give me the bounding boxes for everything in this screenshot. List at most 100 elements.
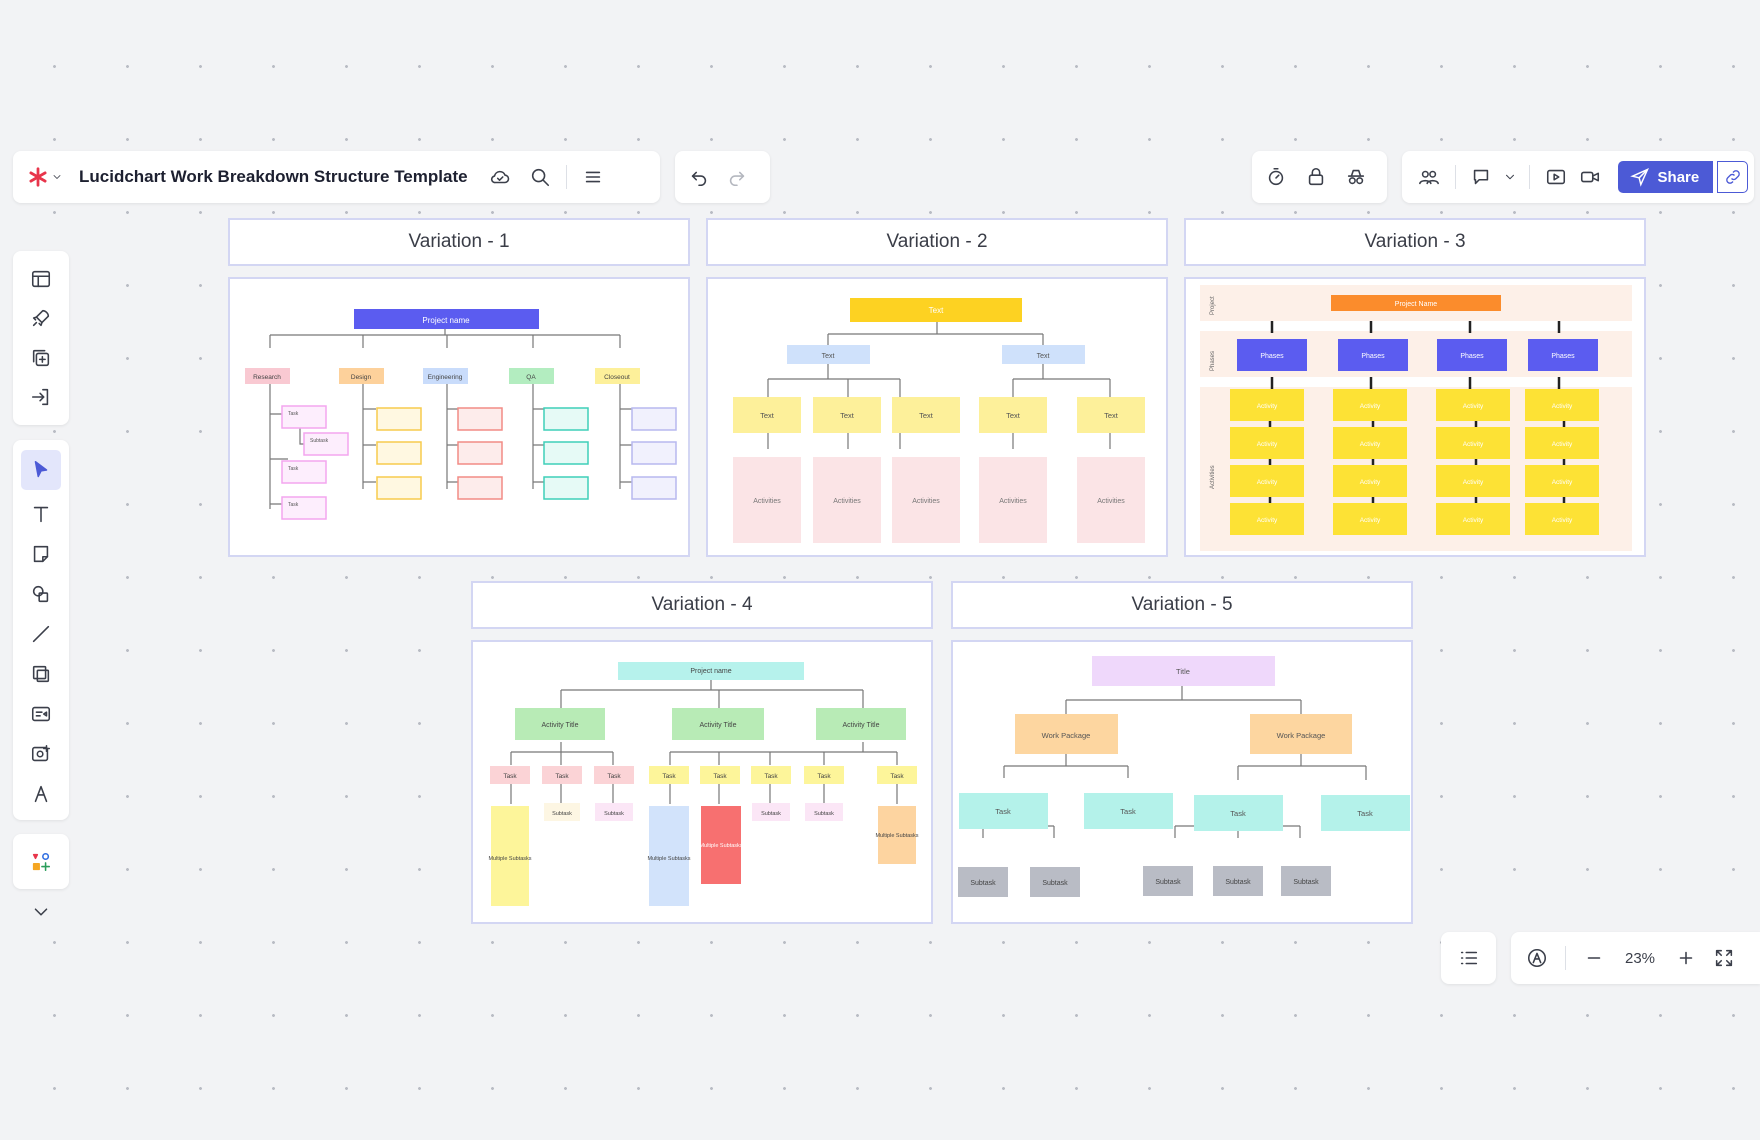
send-icon bbox=[1629, 168, 1649, 187]
chevron-down-icon[interactable] bbox=[1500, 161, 1519, 193]
left-toolbar bbox=[13, 440, 69, 820]
v2-leaf-label: Activities bbox=[833, 498, 861, 505]
v3-activity-box bbox=[1436, 465, 1510, 497]
variation-1-title[interactable]: Variation - 1 bbox=[228, 218, 690, 266]
v3-activity-grid: ActivityActivityActivityActivityActivity… bbox=[1230, 389, 1599, 535]
rocket-icon[interactable] bbox=[25, 303, 57, 335]
copy-link-button[interactable] bbox=[1717, 161, 1748, 193]
variation-1-diagram[interactable]: Project name Research Design Engineering… bbox=[228, 277, 690, 557]
v4-activity-label: Activity Title bbox=[542, 722, 579, 729]
v2-leaf-label: Activities bbox=[999, 498, 1027, 505]
document-header: Lucidchart Work Breakdown Structure Temp… bbox=[13, 151, 660, 203]
zoom-in-icon[interactable] bbox=[1670, 942, 1702, 974]
list-outline-icon[interactable] bbox=[1453, 942, 1485, 974]
v3-activity-box bbox=[1230, 465, 1304, 497]
add-frame-icon[interactable] bbox=[25, 342, 57, 374]
timer-icon[interactable] bbox=[1260, 161, 1292, 193]
accessibility-icon[interactable] bbox=[1521, 942, 1553, 974]
v1-branch-label: Engineering bbox=[428, 374, 463, 381]
collaborate-lock-icon[interactable] bbox=[1300, 161, 1332, 193]
v3-row-label: Activities bbox=[1210, 465, 1216, 489]
variation-2-title[interactable]: Variation - 2 bbox=[706, 218, 1168, 266]
v1-branch-label: Closeout bbox=[604, 374, 630, 381]
search-icon[interactable] bbox=[524, 161, 556, 193]
v3-activity-box bbox=[1230, 389, 1304, 421]
v4-subtask-label: Subtask bbox=[552, 811, 572, 817]
divider bbox=[1454, 165, 1456, 189]
collaborators-icon[interactable] bbox=[1414, 161, 1445, 193]
v3-activity-box bbox=[1230, 427, 1304, 459]
present-icon[interactable] bbox=[1540, 161, 1571, 193]
v3-row-label: Project bbox=[1210, 296, 1216, 315]
variation-2-diagram[interactable]: Text Text Text Text Text Text Text Text … bbox=[706, 277, 1168, 557]
document-title[interactable]: Lucidchart Work Breakdown Structure Temp… bbox=[79, 167, 468, 186]
v5-subtask-label: Subtask bbox=[970, 880, 996, 887]
v3-activity-label: Activity bbox=[1257, 517, 1278, 524]
v2-level3-label: Text bbox=[840, 411, 855, 420]
left-panel-bottom bbox=[13, 834, 69, 889]
v5-subtask-label: Subtask bbox=[1293, 879, 1319, 886]
import-icon[interactable] bbox=[25, 382, 57, 414]
pen-tool-icon[interactable] bbox=[25, 778, 57, 810]
zoom-level[interactable]: 23% bbox=[1624, 949, 1656, 967]
v4-subtask-label: Subtask bbox=[814, 811, 834, 817]
variation-3-title[interactable]: Variation - 3 bbox=[1184, 218, 1646, 266]
v4-task-label: Task bbox=[890, 773, 904, 780]
video-call-icon[interactable] bbox=[1575, 161, 1606, 193]
containers-icon[interactable] bbox=[25, 658, 57, 690]
v5-root-label: Title bbox=[1176, 667, 1190, 676]
v3-activity-label: Activity bbox=[1552, 441, 1573, 448]
v4-task-label: Task bbox=[817, 773, 831, 780]
text-tool-icon[interactable] bbox=[25, 498, 57, 530]
shape-library-icon[interactable] bbox=[25, 846, 57, 878]
v3-phase-label: Phases bbox=[1361, 353, 1385, 360]
v2-level3-label: Text bbox=[1006, 411, 1021, 420]
v3-activity-label: Activity bbox=[1360, 441, 1381, 448]
variation-5-title[interactable]: Variation - 5 bbox=[951, 581, 1413, 629]
select-tool-icon[interactable] bbox=[21, 450, 61, 490]
variation-3-diagram[interactable]: Project Phases Activities Project Name P… bbox=[1184, 277, 1646, 557]
lucid-logo-menu-button[interactable] bbox=[25, 161, 65, 193]
v2-root-label: Text bbox=[929, 306, 944, 315]
chevron-down-icon[interactable] bbox=[25, 896, 57, 928]
v1-item-label: Task bbox=[288, 411, 299, 417]
incognito-icon[interactable] bbox=[1340, 161, 1372, 193]
v1-item-label: Task bbox=[288, 502, 299, 508]
v5-subtask-label: Subtask bbox=[1225, 879, 1251, 886]
v3-activity-box bbox=[1333, 389, 1407, 421]
variation-5-diagram[interactable]: Title Work Package Work Package Task Tas… bbox=[951, 640, 1413, 924]
v4-multi-label: Multiple Subtasks bbox=[647, 856, 690, 862]
wbs-root-label: Project name bbox=[422, 316, 470, 325]
v2-leaf-label: Activities bbox=[753, 498, 781, 505]
v2-level2-label: Text bbox=[1037, 353, 1050, 360]
v3-activity-box bbox=[1525, 427, 1599, 459]
fit-to-screen-icon[interactable] bbox=[1708, 942, 1740, 974]
v3-activity-label: Activity bbox=[1257, 441, 1278, 448]
menu-icon[interactable] bbox=[577, 161, 609, 193]
zoom-out-icon[interactable] bbox=[1578, 942, 1610, 974]
line-tool-icon[interactable] bbox=[25, 618, 57, 650]
divider bbox=[565, 165, 567, 189]
redo-icon[interactable] bbox=[721, 161, 753, 193]
v3-activity-box bbox=[1436, 389, 1510, 421]
v4-subtask-label: Subtask bbox=[761, 811, 781, 817]
v5-task-label: Task bbox=[1230, 809, 1246, 818]
templates-icon[interactable] bbox=[25, 263, 57, 295]
v2-leaf-label: Activities bbox=[912, 498, 940, 505]
v5-task-label: Task bbox=[1120, 807, 1136, 816]
cloud-saved-icon[interactable] bbox=[484, 161, 516, 193]
sticky-note-icon[interactable] bbox=[25, 538, 57, 570]
variation-4-title[interactable]: Variation - 4 bbox=[471, 581, 933, 629]
v3-activity-box bbox=[1525, 465, 1599, 497]
variation-4-diagram[interactable]: Project name Activity Title Activity Tit… bbox=[471, 640, 933, 924]
shapes-icon[interactable] bbox=[25, 578, 57, 610]
comment-icon[interactable] bbox=[1466, 161, 1497, 193]
v1-item-label: Task bbox=[288, 466, 299, 472]
v2-level3-label: Text bbox=[919, 411, 934, 420]
data-table-icon[interactable] bbox=[25, 698, 57, 730]
undo-icon[interactable] bbox=[683, 161, 715, 193]
share-button[interactable]: Share bbox=[1617, 161, 1714, 193]
v2-level3-label: Text bbox=[760, 411, 775, 420]
image-upload-icon[interactable] bbox=[25, 738, 57, 770]
v3-activity-label: Activity bbox=[1552, 403, 1573, 410]
